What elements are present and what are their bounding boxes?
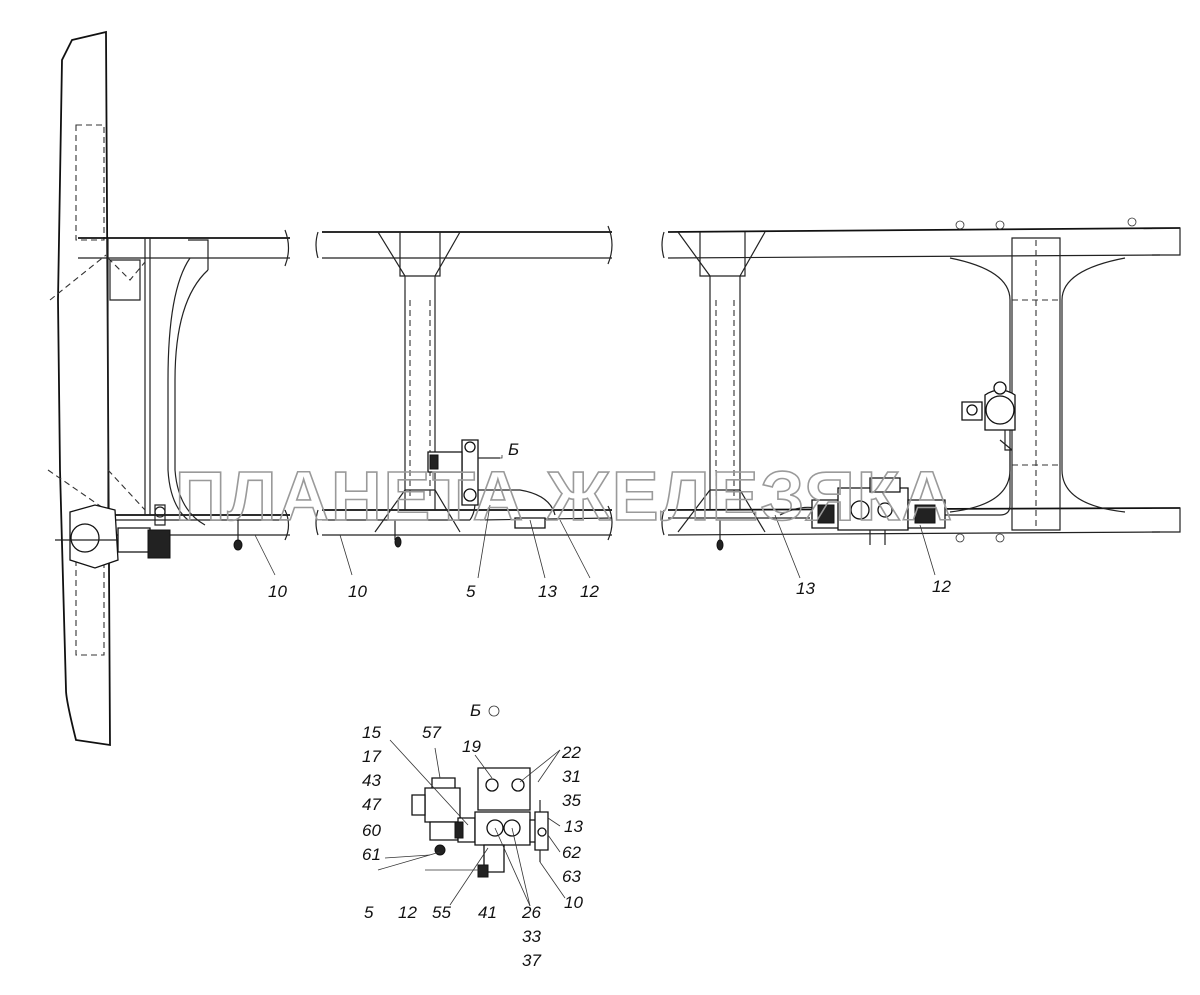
detail-callout-63: 63 (562, 867, 581, 886)
frame-section-3 (661, 217, 1181, 543)
callout-10-a: 10 (268, 582, 287, 601)
watermark: ПЛАНЕТА ЖЕЛЕЗЯКА (175, 457, 954, 535)
detail-callout-41: 41 (478, 903, 497, 922)
valve-assembly-rear (716, 477, 946, 551)
callout-12-a: 12 (580, 582, 599, 601)
detail-callout-33: 33 (522, 927, 541, 946)
main-leader-lines (254, 504, 936, 579)
callout-13-a: 13 (538, 582, 557, 601)
detail-callout-13: 13 (564, 817, 583, 836)
detail-view-b: Б 15 (362, 701, 583, 970)
detail-callout-43: 43 (362, 771, 381, 790)
detail-callout-19: 19 (462, 737, 481, 756)
detail-callout-35: 35 (562, 791, 581, 810)
detail-title: Б (470, 701, 481, 720)
callout-10-b: 10 (348, 582, 367, 601)
detail-callout-62: 62 (562, 843, 581, 862)
detail-callout-12: 12 (398, 903, 417, 922)
brake-chamber-front (55, 504, 243, 569)
frame-section-2 (315, 225, 613, 541)
main-callouts: 10 10 5 13 12 13 12 (268, 577, 951, 601)
detail-callout-5: 5 (364, 903, 374, 922)
detail-callout-26: 26 (521, 903, 541, 922)
detail-callout-60: 60 (362, 821, 381, 840)
detail-callout-57: 57 (422, 723, 441, 742)
detail-callout-37: 37 (522, 951, 541, 970)
front-bumper (47, 30, 111, 747)
detail-callout-17: 17 (362, 747, 381, 766)
view-label-b: Б (508, 440, 519, 459)
callout-12-b: 12 (932, 577, 951, 596)
brake-pipelines (100, 439, 1013, 521)
detail-callout-22: 22 (561, 743, 581, 762)
valve-assembly-b (394, 439, 546, 548)
detail-callout-47: 47 (362, 795, 381, 814)
detail-callout-10: 10 (564, 893, 583, 912)
detail-callout-15: 15 (362, 723, 381, 742)
detail-callout-31: 31 (562, 767, 581, 786)
detail-callout-61: 61 (362, 845, 381, 864)
callout-5: 5 (466, 582, 476, 601)
air-pressure-regulator (961, 381, 1016, 451)
frame-section-1 (78, 229, 290, 541)
callout-13-b: 13 (796, 579, 815, 598)
detail-circle-icon (488, 705, 500, 717)
detail-callout-55: 55 (432, 903, 451, 922)
